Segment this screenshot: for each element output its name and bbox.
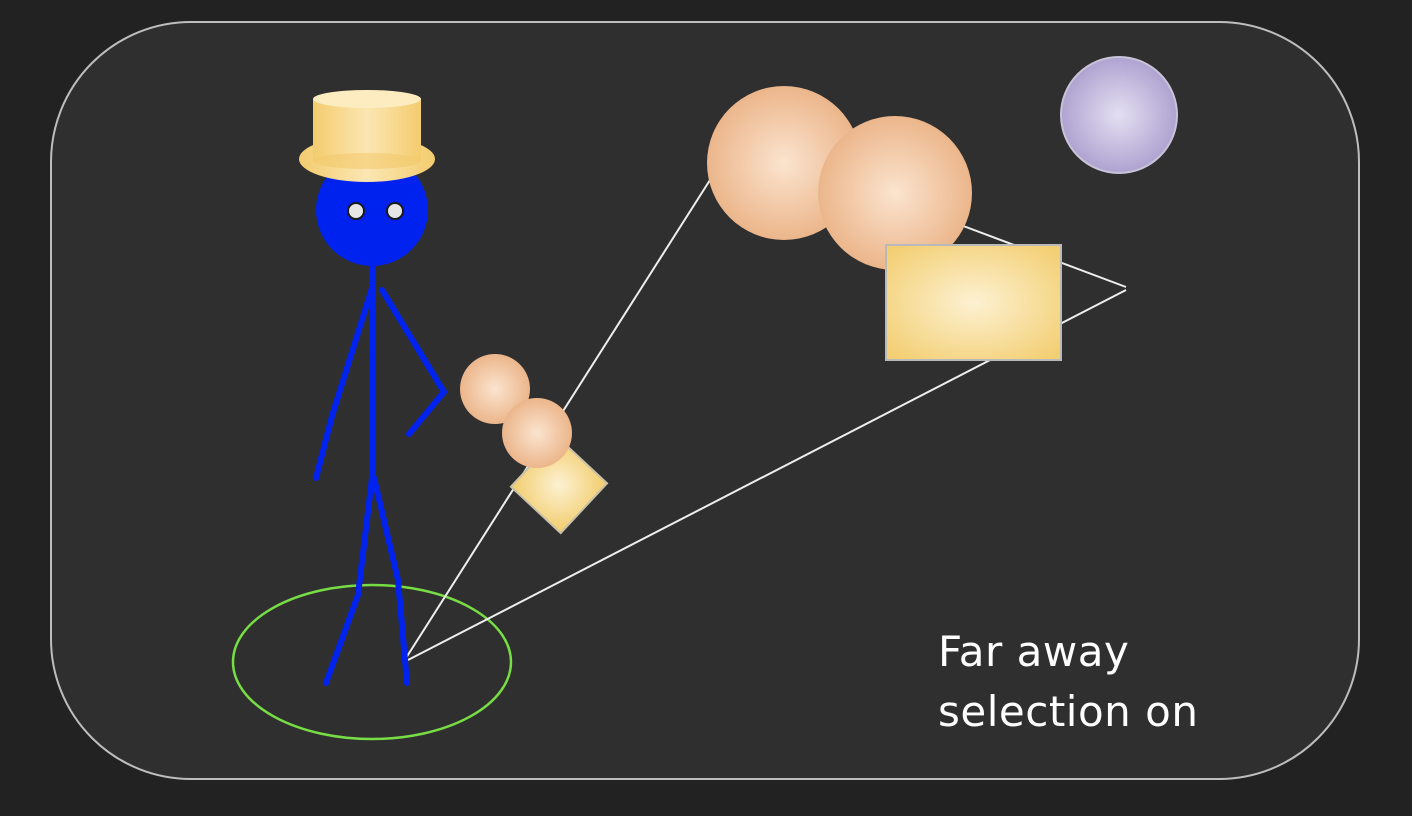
far-objects [707,56,1178,361]
near-objects [460,354,609,535]
far-sphere-2 [818,116,972,270]
right-eye [386,202,404,220]
stick-figure-icon [313,154,447,686]
caption-line-2: selection on [938,687,1199,736]
left-eye [347,202,365,220]
near-sphere-2 [502,398,572,468]
far-box [885,244,1062,361]
far-sphere-lavender [1060,56,1178,174]
near-sphere-1 [460,354,530,424]
selection-ring [231,583,513,741]
caption-line-1: Far away [938,627,1130,676]
top-hat-icon [299,90,435,182]
caption: Far away selection on [938,622,1198,742]
